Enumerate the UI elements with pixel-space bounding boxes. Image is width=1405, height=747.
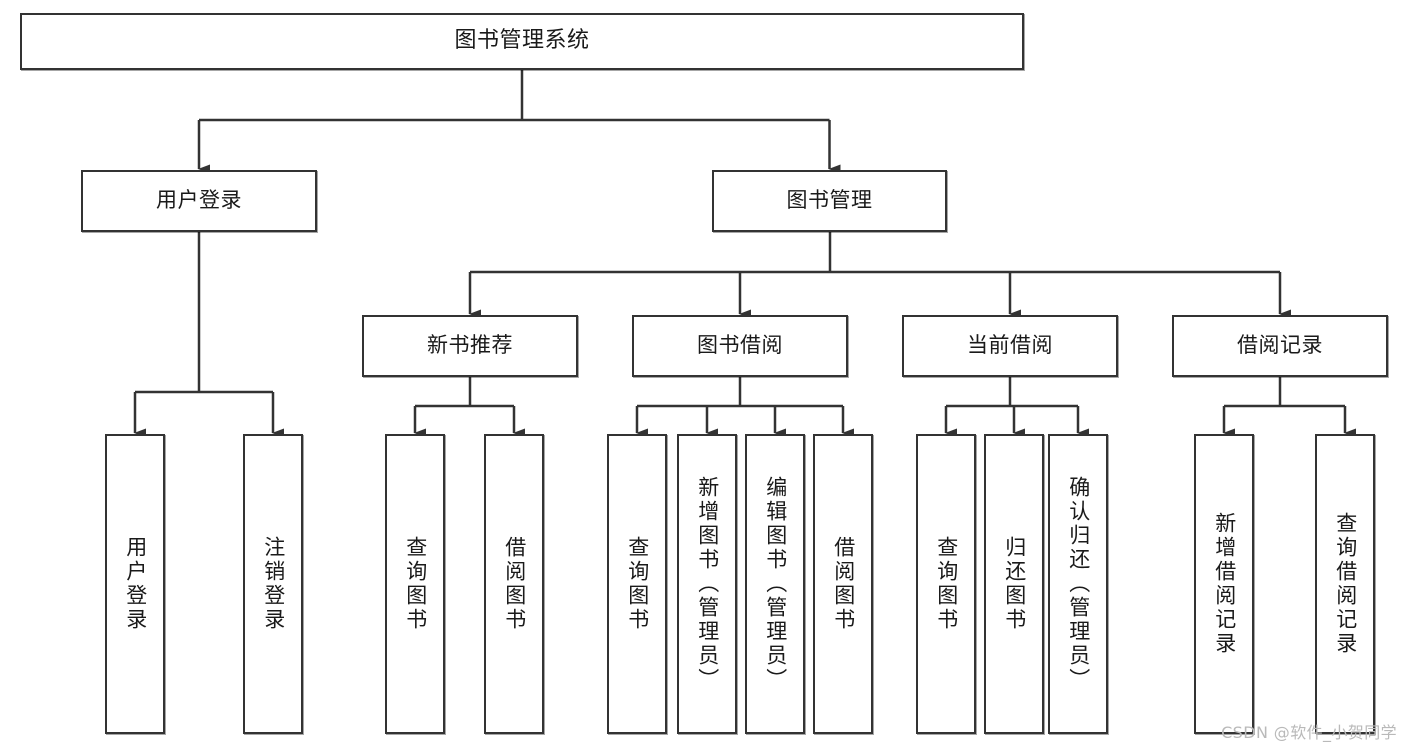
- node-leaf-edit-book-admin[interactable]: 编辑图书（管理员）: [745, 434, 805, 734]
- node-label-book-manage: 图书管理: [786, 188, 873, 213]
- node-root[interactable]: 图书管理系统: [20, 13, 1024, 70]
- node-book-borrow[interactable]: 图书借阅: [632, 315, 848, 377]
- node-leaf-return-book[interactable]: 归还图书: [984, 434, 1044, 734]
- node-label-leaf-confirm-return-admin: 确认归还（管理员）: [1066, 476, 1091, 692]
- node-label-leaf-add-borrow-record: 新增借阅记录: [1212, 512, 1237, 656]
- connector-group: [133, 70, 1356, 438]
- node-leaf-add-book-admin[interactable]: 新增图书（管理员）: [677, 434, 737, 734]
- node-label-leaf-borrow-book-1: 借阅图书: [502, 536, 527, 632]
- node-label-leaf-return-book: 归还图书: [1002, 536, 1027, 632]
- node-label-current-borrow: 当前借阅: [967, 333, 1053, 358]
- node-leaf-confirm-return-admin[interactable]: 确认归还（管理员）: [1048, 434, 1108, 734]
- node-current-borrow[interactable]: 当前借阅: [902, 315, 1118, 377]
- node-label-borrow-record: 借阅记录: [1237, 333, 1323, 358]
- node-new-book-recommend[interactable]: 新书推荐: [362, 315, 578, 377]
- node-label-leaf-query-book-3: 查询图书: [934, 536, 959, 632]
- node-label-leaf-query-book-1: 查询图书: [403, 536, 428, 632]
- node-leaf-borrow-book-2[interactable]: 借阅图书: [813, 434, 873, 734]
- node-label-leaf-logout: 注销登录: [261, 536, 286, 632]
- node-book-manage[interactable]: 图书管理: [712, 170, 947, 232]
- node-label-leaf-query-book-2: 查询图书: [625, 536, 650, 632]
- node-leaf-query-book-3[interactable]: 查询图书: [916, 434, 976, 734]
- node-leaf-query-book-1[interactable]: 查询图书: [385, 434, 445, 734]
- node-label-user-login: 用户登录: [156, 188, 242, 213]
- node-leaf-query-borrow-record[interactable]: 查询借阅记录: [1315, 434, 1375, 734]
- node-label-root: 图书管理系统: [454, 28, 590, 54]
- node-leaf-borrow-book-1[interactable]: 借阅图书: [484, 434, 544, 734]
- node-label-leaf-borrow-book-2: 借阅图书: [831, 536, 856, 632]
- node-leaf-add-borrow-record[interactable]: 新增借阅记录: [1194, 434, 1254, 734]
- node-label-book-borrow: 图书借阅: [697, 333, 783, 358]
- node-label-leaf-add-book-admin: 新增图书（管理员）: [695, 476, 720, 692]
- node-label-leaf-edit-book-admin: 编辑图书（管理员）: [763, 476, 788, 692]
- node-leaf-user-login[interactable]: 用户登录: [105, 434, 165, 734]
- node-leaf-query-book-2[interactable]: 查询图书: [607, 434, 667, 734]
- node-user-login[interactable]: 用户登录: [81, 170, 317, 232]
- node-borrow-record[interactable]: 借阅记录: [1172, 315, 1388, 377]
- node-label-leaf-query-borrow-record: 查询借阅记录: [1333, 512, 1358, 656]
- node-leaf-logout[interactable]: 注销登录: [243, 434, 303, 734]
- node-label-leaf-user-login: 用户登录: [123, 536, 148, 632]
- node-label-new-book-recommend: 新书推荐: [427, 333, 513, 358]
